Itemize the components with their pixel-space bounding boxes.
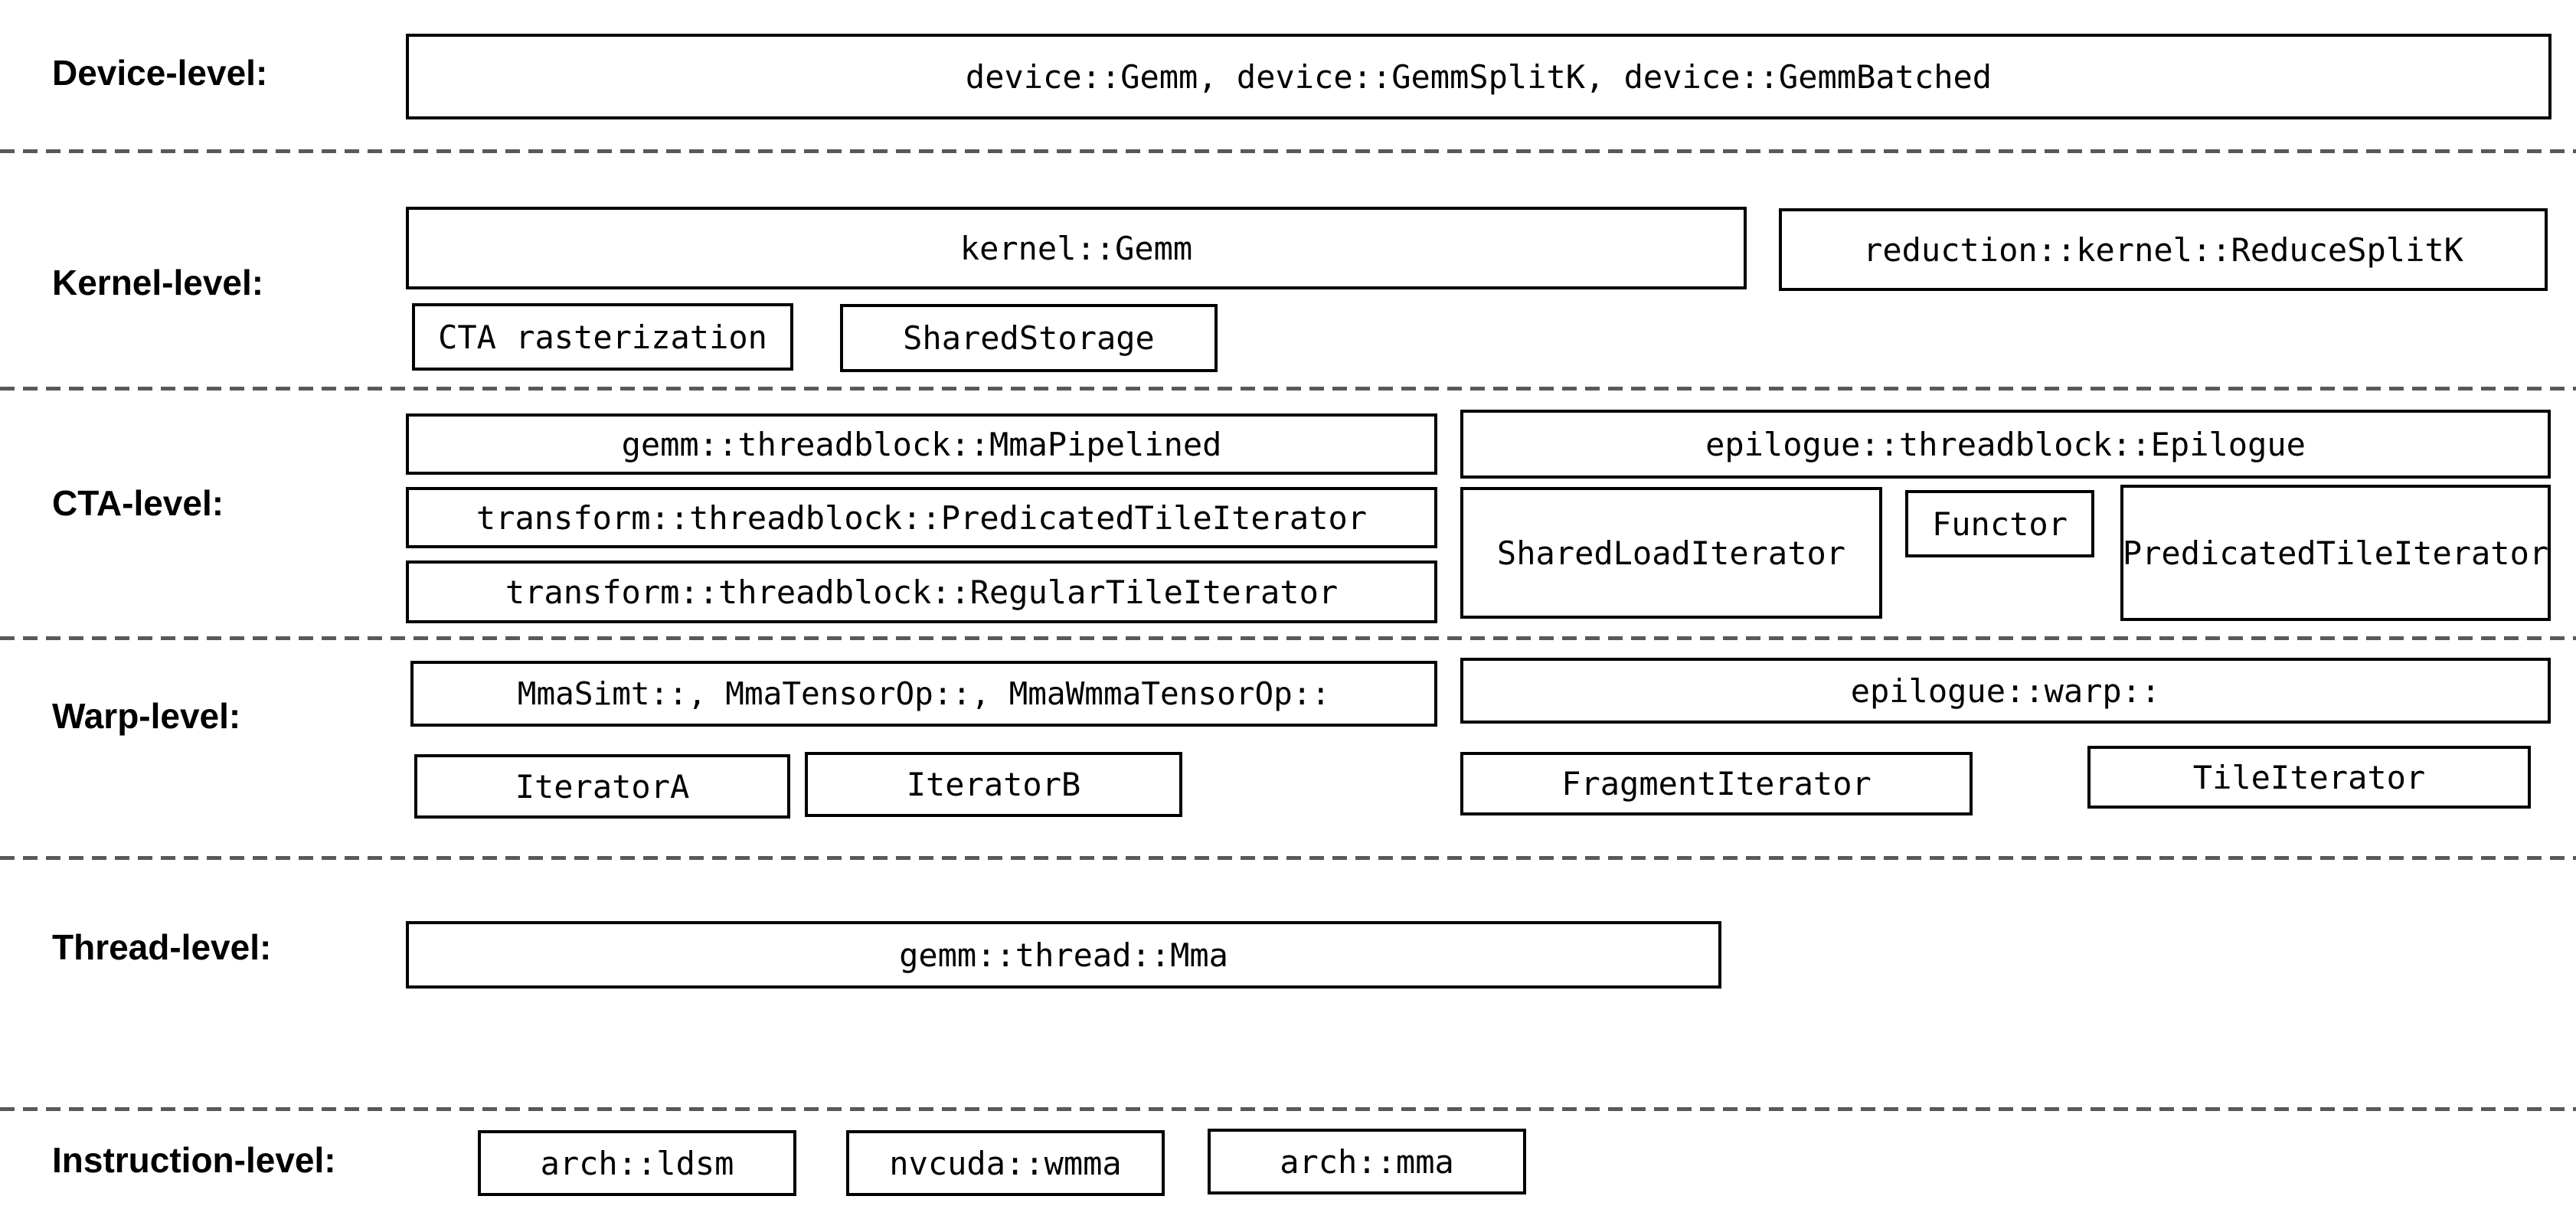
- cta-rasterization-box: CTA rasterization: [412, 303, 793, 371]
- dashed-separator: [0, 856, 2576, 860]
- warp-mma-box: MmaSimt::, MmaTensorOp::, MmaWmmaTensorO…: [410, 661, 1437, 727]
- kernel-gemm-box: kernel::Gemm: [406, 207, 1747, 289]
- level-label-cta: CTA-level:: [52, 483, 224, 523]
- functor-box: Functor: [1905, 490, 2094, 557]
- device-gemm-box: device::Gemm, device::GemmSplitK, device…: [406, 34, 2551, 119]
- mma-pipelined-box: gemm::threadblock::MmaPipelined: [406, 413, 1437, 475]
- iterator-a-box: IteratorA: [414, 754, 790, 819]
- iterator-b-box: IteratorB: [805, 752, 1182, 817]
- nvcuda-wmma-box: nvcuda::wmma: [846, 1130, 1165, 1196]
- thread-mma-box: gemm::thread::Mma: [406, 921, 1721, 989]
- level-label-kernel: Kernel-level:: [52, 263, 264, 302]
- level-label-instruction: Instruction-level:: [52, 1140, 336, 1180]
- regular-tile-iterator-box: transform::threadblock::RegularTileItera…: [406, 560, 1437, 623]
- reduce-splitk-box: reduction::kernel::ReduceSplitK: [1779, 208, 2548, 291]
- dashed-separator: [0, 387, 2576, 391]
- arch-ldsm-box: arch::ldsm: [478, 1130, 796, 1196]
- shared-load-iterator-box: SharedLoadIterator: [1460, 487, 1882, 619]
- epilogue-predicated-tile-iterator-box: PredicatedTileIterator: [2120, 485, 2551, 621]
- tile-iterator-box: TileIterator: [2087, 746, 2531, 809]
- dashed-separator: [0, 149, 2576, 153]
- fragment-iterator-box: FragmentIterator: [1460, 752, 1973, 815]
- epilogue-warp-box: epilogue::warp::: [1460, 658, 2551, 724]
- level-label-warp: Warp-level:: [52, 696, 241, 736]
- arch-mma-box: arch::mma: [1208, 1129, 1526, 1194]
- epilogue-threadblock-box: epilogue::threadblock::Epilogue: [1460, 410, 2551, 479]
- shared-storage-box: SharedStorage: [840, 304, 1218, 372]
- predicated-tile-iterator-box: transform::threadblock::PredicatedTileIt…: [406, 487, 1437, 548]
- dashed-separator: [0, 636, 2576, 640]
- level-label-device: Device-level:: [52, 53, 268, 93]
- dashed-separator: [0, 1107, 2576, 1111]
- level-label-thread: Thread-level:: [52, 927, 272, 967]
